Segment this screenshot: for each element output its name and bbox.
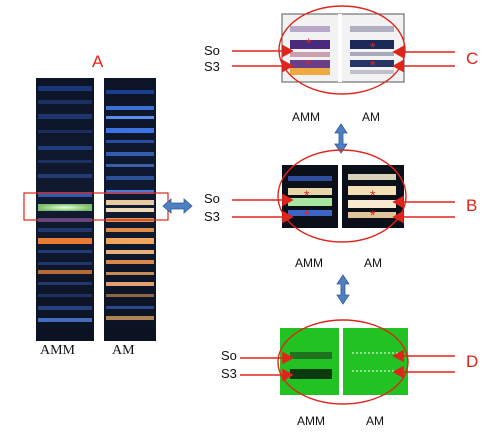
panel-b-star-s3-am: * — [370, 207, 376, 223]
connector-arrow-a-b — [162, 198, 193, 214]
panel-b-star-so-amm: * — [304, 187, 310, 203]
panel-d-ellipse — [277, 319, 409, 405]
panel-d-band-label-s3: S3 — [221, 366, 237, 381]
panel-b-letter: B — [466, 196, 478, 215]
panel-c-star-so-amm: * — [306, 35, 312, 51]
panel-b-ellipse — [277, 149, 407, 243]
panel-d-lane-label-am: AM — [366, 414, 384, 428]
panel-a-lane-label-am: AM — [112, 343, 135, 358]
connector-arrow-c-b — [334, 123, 348, 154]
panel-c-ellipse — [278, 5, 406, 95]
panel-b-lane-label-amm: AMM — [295, 256, 323, 270]
panel-b-lane-label-am: AM — [364, 256, 382, 270]
panel-b-arrows — [232, 193, 455, 224]
panel-c-band-label-so: So — [204, 43, 220, 58]
panel-c-star-s3-amm: * — [306, 57, 312, 73]
panel-a-lane-label-amm: AMM — [40, 343, 76, 358]
panel-c-arrows — [232, 44, 455, 73]
panel-b-star-s3-amm: * — [304, 207, 310, 223]
panel-b-star-so-am: * — [370, 187, 376, 203]
panel-c-plate — [281, 13, 405, 83]
panel-a-letter: A — [92, 52, 104, 71]
panel-c-lane-label-am: AM — [362, 110, 380, 124]
panel-c-letter: C — [466, 49, 479, 68]
panel-c-lane-label-amm: AMM — [292, 110, 320, 124]
panel-b-band-label-s3: S3 — [204, 209, 220, 224]
connector-arrow-b-d — [336, 274, 350, 305]
panel-b-band-label-so: So — [204, 191, 220, 206]
panel-d-plate — [280, 328, 408, 395]
panel-b-plate — [282, 165, 404, 228]
panel-c-star-s3-am: * — [370, 57, 376, 73]
panel-a-lane-am — [104, 78, 156, 341]
panel-d-letter: D — [466, 352, 479, 371]
panel-d-band-label-so: So — [221, 348, 237, 363]
panel-d-arrows — [240, 349, 455, 382]
panel-c-star-so-am: * — [370, 39, 376, 55]
panel-d-lane-label-amm: AMM — [297, 414, 325, 428]
panel-c-band-label-s3: S3 — [204, 59, 220, 74]
panel-a-lane-amm — [36, 78, 94, 341]
